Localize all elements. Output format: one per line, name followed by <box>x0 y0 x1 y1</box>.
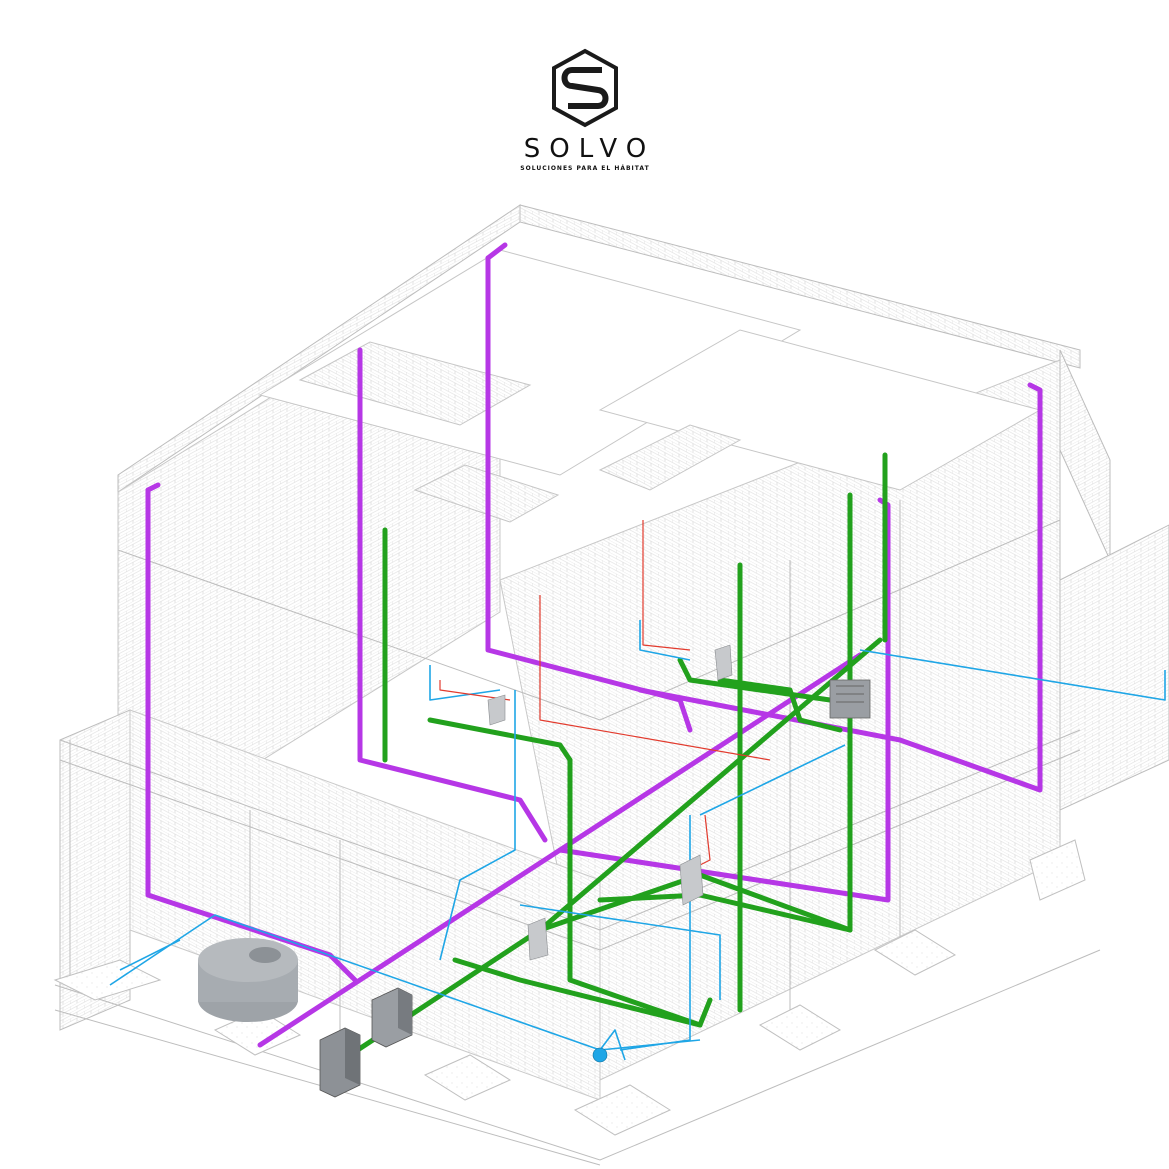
drainage-pipes <box>347 452 888 1058</box>
brand-block: SOLVO SOLUCIONES PARA EL HÁBITAT <box>500 48 670 188</box>
meter-box-2 <box>371 987 413 1048</box>
water-tank <box>198 938 298 1022</box>
meter-box-1 <box>319 1027 361 1098</box>
solvo-logo-icon <box>552 48 618 128</box>
fixtures <box>487 644 733 1063</box>
brand-tagline: SOLUCIONES PARA EL HÁBITAT <box>520 165 650 172</box>
cold-water-pipes <box>109 620 1166 1061</box>
building-structure <box>54 204 1169 1166</box>
water-heater <box>829 679 871 719</box>
brand-name: SOLVO <box>523 134 656 164</box>
